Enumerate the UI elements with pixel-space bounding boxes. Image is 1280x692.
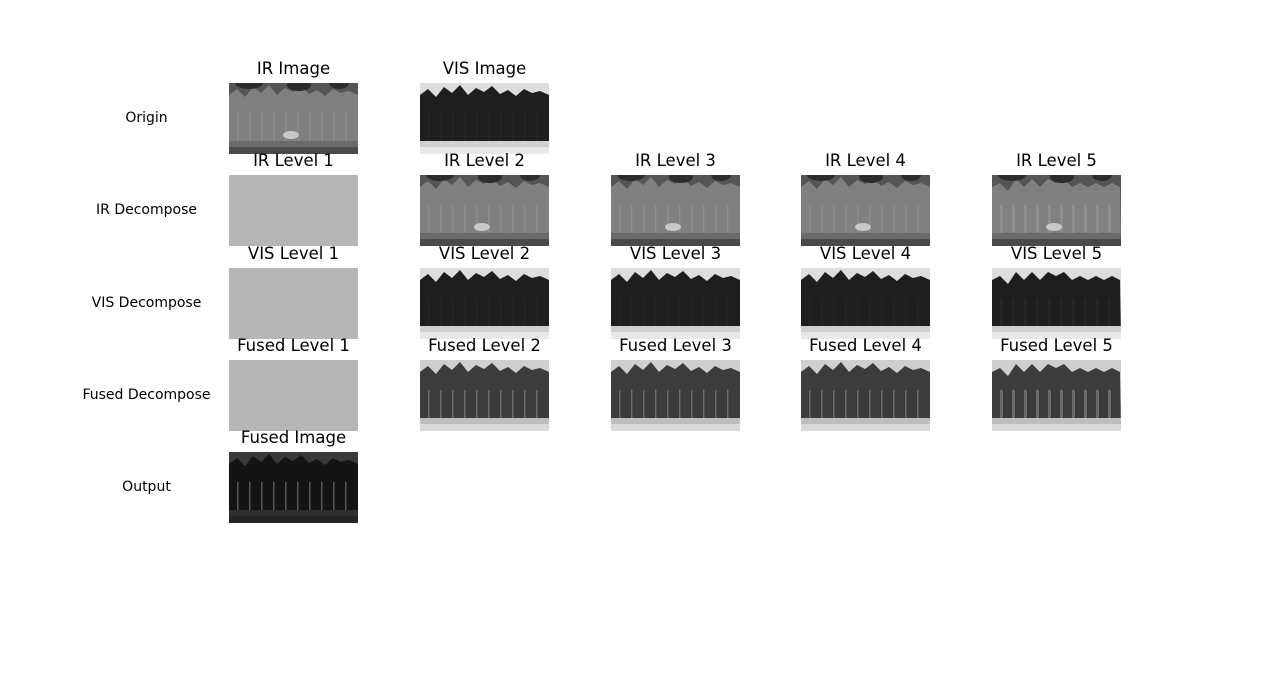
panel-title: IR Level 3 — [635, 151, 716, 170]
image-panel — [611, 360, 740, 431]
panel-title: VIS Level 4 — [819, 244, 912, 263]
image-panel — [992, 268, 1121, 339]
image-panel — [229, 360, 358, 431]
image-panel — [229, 268, 358, 339]
panel-image — [229, 360, 358, 431]
image-panel — [801, 268, 930, 339]
panel-title: Fused Level 3 — [619, 336, 732, 355]
image-panel — [420, 360, 549, 431]
image-panel — [611, 175, 740, 246]
panel-title: IR Image — [256, 59, 331, 78]
panel-image — [611, 268, 740, 339]
panel-image — [229, 268, 358, 339]
row-label: VIS Decompose — [91, 295, 202, 311]
panel-image — [229, 175, 358, 246]
panel-image — [801, 268, 930, 339]
panel-image — [611, 360, 740, 431]
image-panel — [420, 175, 549, 246]
panel-title: VIS Level 3 — [629, 244, 722, 263]
panel-title: VIS Level 2 — [438, 244, 531, 263]
panel-image — [420, 175, 549, 246]
panel-image — [992, 268, 1121, 339]
image-panel — [229, 452, 358, 523]
panel-image — [992, 175, 1121, 246]
panel-image — [420, 268, 549, 339]
row-label: Output — [122, 479, 171, 495]
row-label: Origin — [125, 110, 168, 126]
panel-title: IR Level 5 — [1016, 151, 1097, 170]
panel-title: IR Level 4 — [825, 151, 906, 170]
panel-title: Fused Level 1 — [237, 336, 350, 355]
panel-title: Fused Level 5 — [1000, 336, 1113, 355]
row-label: IR Decompose — [96, 202, 197, 218]
panel-image — [420, 83, 549, 154]
panel-title: Fused Image — [240, 428, 347, 447]
image-panel — [992, 360, 1121, 431]
panel-image — [420, 360, 549, 431]
image-panel — [229, 175, 358, 246]
panel-image — [801, 360, 930, 431]
image-panel — [229, 83, 358, 154]
image-panel — [420, 83, 549, 154]
image-panel — [801, 175, 930, 246]
panel-title: VIS Level 5 — [1010, 244, 1103, 263]
image-panel — [992, 175, 1121, 246]
panel-title: Fused Level 4 — [809, 336, 922, 355]
panel-title: VIS Level 1 — [247, 244, 340, 263]
panel-title: IR Level 2 — [444, 151, 525, 170]
panel-title: VIS Image — [442, 59, 527, 78]
image-panel — [801, 360, 930, 431]
panel-image — [992, 360, 1121, 431]
panel-image — [801, 175, 930, 246]
panel-title: IR Level 1 — [253, 151, 334, 170]
panel-image — [229, 83, 358, 154]
panel-image — [229, 452, 358, 523]
image-panel — [420, 268, 549, 339]
row-label: Fused Decompose — [82, 387, 211, 403]
image-panel — [611, 268, 740, 339]
panel-title: Fused Level 2 — [428, 336, 541, 355]
panel-image — [611, 175, 740, 246]
